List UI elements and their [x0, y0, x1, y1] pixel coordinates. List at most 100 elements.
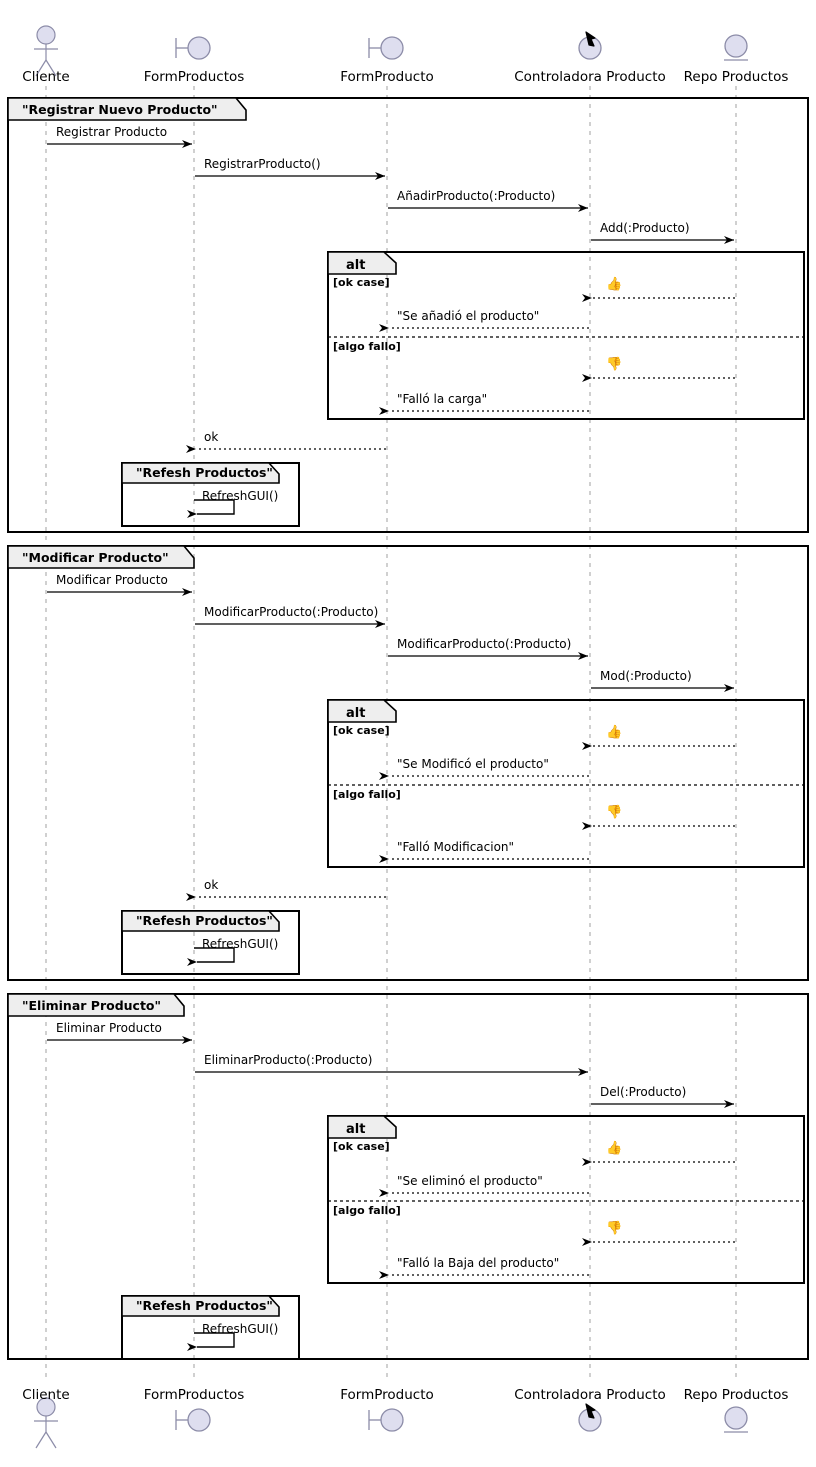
self-message-eliminar-label: RefreshGUI()	[202, 1322, 278, 1336]
participant-label-footer-formproductos: FormProductos	[144, 1387, 245, 1403]
message-eliminar-0-label: Eliminar Producto	[56, 1021, 162, 1035]
refresh-frame-registrar-title: "Refesh Productos"	[136, 465, 273, 480]
group-frame-eliminar: "Eliminar Producto"	[7, 993, 809, 1360]
alt-message-eliminar-1-0: 👎	[582, 1220, 735, 1246]
entity-circle-icon	[724, 34, 748, 61]
participant-label-controladora: Controladora Producto	[514, 69, 666, 85]
alt-message-modificar-1-0: 👎	[582, 804, 735, 830]
participant-label-repo: Repo Productos	[684, 69, 789, 85]
alt-fragment-registrar: alt [ok case] [algo fallo]	[327, 251, 805, 420]
boundary-circle-icon	[175, 1408, 211, 1432]
message-modificar-0-label: Modificar Producto	[56, 573, 168, 587]
control-circle-icon	[578, 31, 602, 60]
alt-guard-eliminar-1: [algo fallo]	[333, 1204, 401, 1217]
alt-tab-label-eliminar: alt	[346, 1122, 365, 1137]
alt-message-registrar-1-0: 👎	[582, 356, 735, 382]
self-message-modificar-label: RefreshGUI()	[202, 937, 278, 951]
alt-message-registrar-0-0: 👍	[582, 276, 735, 302]
group-frame-modificar: "Modificar Producto"	[7, 545, 809, 981]
alt-message-modificar-0-1-label: "Se Modificó el producto"	[397, 757, 549, 771]
message-modificar-2-label: ModificarProducto(:Producto)	[397, 637, 571, 651]
alt-message-modificar-0-0: 👍	[582, 724, 735, 750]
alt-guard-modificar-0: [ok case]	[333, 724, 390, 737]
control-circle-icon	[578, 1403, 602, 1432]
message-registrar-2: AñadirProducto(:Producto)	[388, 189, 588, 212]
message-eliminar-2-label: Del(:Producto)	[600, 1085, 686, 1099]
message-eliminar-1-label: EliminarProducto(:Producto)	[204, 1053, 372, 1067]
message-eliminar-2: Del(:Producto)	[591, 1085, 734, 1108]
post-message-modificar-0: ok	[186, 878, 386, 901]
group-frame-eliminar-title: "Eliminar Producto"	[22, 998, 161, 1013]
participant-label-formproductos: FormProductos	[144, 69, 245, 85]
post-message-registrar-0: ok	[186, 430, 386, 453]
lifelines-layer	[45, 86, 737, 1380]
boundary-circle-icon	[368, 1408, 404, 1432]
alt-message-modificar-1-1: "Falló Modificacion"	[379, 840, 589, 863]
message-modificar-3: Mod(:Producto)	[591, 669, 734, 692]
participant-label-footer-formproducto: FormProducto	[340, 1387, 434, 1403]
participant-label-footer-repo: Repo Productos	[684, 1387, 789, 1403]
thumbs-down-icon: 👎	[606, 804, 622, 820]
alt-guard-registrar-0: [ok case]	[333, 276, 390, 289]
message-modificar-3-label: Mod(:Producto)	[600, 669, 692, 683]
message-modificar-0: Modificar Producto	[47, 573, 192, 596]
message-registrar-1: RegistrarProducto()	[195, 157, 385, 180]
message-registrar-2-label: AñadirProducto(:Producto)	[397, 189, 555, 203]
alt-message-eliminar-0-0: 👍	[582, 1140, 735, 1166]
alt-tab-label-modificar: alt	[346, 706, 365, 721]
refresh-frame-modificar: "Refesh Productos"	[121, 910, 300, 975]
groups-layer: "Registrar Nuevo Producto" alt [ok case] [a…	[7, 97, 809, 1360]
message-modificar-1: ModificarProducto(:Producto)	[195, 605, 385, 628]
alt-guard-registrar-1: [algo fallo]	[333, 340, 401, 353]
thumbs-down-icon: 👎	[606, 1220, 622, 1236]
group-frame-modificar-title: "Modificar Producto"	[22, 550, 169, 565]
post-message-modificar-0-label: ok	[204, 878, 218, 892]
alt-fragment-eliminar: alt [ok case] [algo fallo]	[327, 1115, 805, 1284]
message-registrar-3: Add(:Producto)	[591, 221, 734, 244]
alt-message-eliminar-1-1-label: "Falló la Baja del producto"	[397, 1256, 559, 1270]
participant-label-footer-controladora: Controladora Producto	[514, 1387, 666, 1403]
thumbs-up-icon: 👍	[606, 724, 622, 740]
boundary-circle-icon	[368, 36, 404, 60]
refresh-frame-registrar: "Refesh Productos"	[121, 462, 300, 527]
alt-message-eliminar-0-1: "Se eliminó el producto"	[379, 1174, 589, 1197]
thumbs-down-icon: 👎	[606, 356, 622, 372]
self-message-registrar-label: RefreshGUI()	[202, 489, 278, 503]
alt-fragment-modificar: alt [ok case] [algo fallo]	[327, 699, 805, 868]
participant-label-cliente: Cliente	[22, 69, 69, 85]
alt-tab-label-registrar: alt	[346, 258, 365, 273]
self-message-registrar: RefreshGUI()	[187, 489, 278, 518]
entity-circle-icon	[724, 1406, 748, 1433]
alt-message-registrar-0-1-label: "Se añadió el producto"	[397, 309, 539, 323]
self-message-modificar: RefreshGUI()	[187, 937, 278, 966]
message-registrar-0: Registrar Producto	[47, 125, 192, 148]
refresh-frame-modificar-title: "Refesh Productos"	[136, 913, 273, 928]
refresh-frame-eliminar: "Refesh Productos"	[121, 1295, 300, 1360]
alt-guard-modificar-1: [algo fallo]	[333, 788, 401, 801]
post-message-registrar-0-label: ok	[204, 430, 218, 444]
alt-guard-eliminar-0: [ok case]	[333, 1140, 390, 1153]
actor-stick-figure-icon	[34, 25, 58, 77]
alt-message-eliminar-1-1: "Falló la Baja del producto"	[379, 1256, 589, 1279]
message-registrar-3-label: Add(:Producto)	[600, 221, 690, 235]
alt-message-eliminar-0-1-label: "Se eliminó el producto"	[397, 1174, 543, 1188]
alt-message-registrar-0-1: "Se añadió el producto"	[379, 309, 589, 332]
boundary-circle-icon	[175, 36, 211, 60]
participant-heads-layer: Cliente FormProductos FormProducto Controla…	[22, 25, 789, 85]
message-registrar-0-label: Registrar Producto	[56, 125, 167, 139]
message-eliminar-0: Eliminar Producto	[47, 1021, 192, 1044]
refresh-frame-eliminar-title: "Refesh Productos"	[136, 1298, 273, 1313]
thumbs-up-icon: 👍	[606, 276, 622, 292]
group-frame-registrar-title: "Registrar Nuevo Producto"	[22, 102, 218, 117]
alt-message-modificar-0-1: "Se Modificó el producto"	[379, 757, 589, 780]
alt-message-modificar-1-1-label: "Falló Modificacion"	[397, 840, 514, 854]
participant-label-formproducto: FormProducto	[340, 69, 434, 85]
message-modificar-1-label: ModificarProducto(:Producto)	[204, 605, 378, 619]
alt-message-registrar-1-1: "Falló la carga"	[379, 392, 589, 415]
group-frame-registrar: "Registrar Nuevo Producto"	[7, 97, 809, 533]
message-registrar-1-label: RegistrarProducto()	[204, 157, 321, 171]
